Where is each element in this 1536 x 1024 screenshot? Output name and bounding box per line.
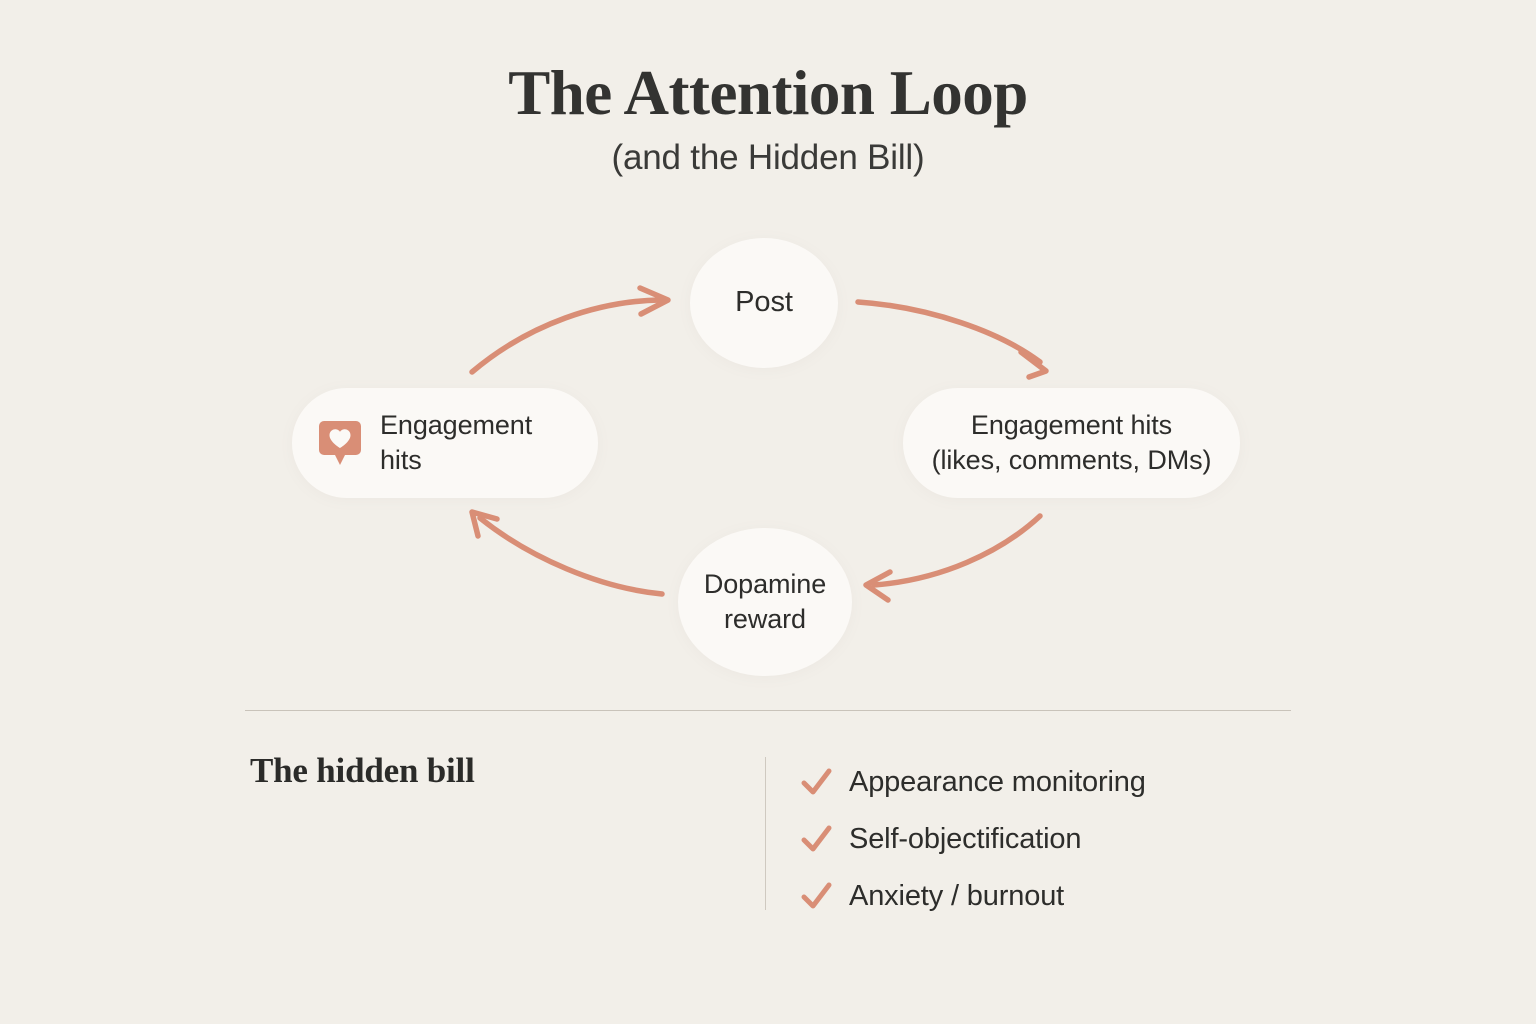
list-item: Self-objectification	[800, 811, 1320, 868]
arrow-dopamine-to-engagement-hits	[469, 509, 665, 597]
cycle-node-engagement-hits-label: Engagement hits	[380, 409, 533, 475]
list-item-label: Appearance monitoring	[849, 765, 1146, 798]
header: The Attention Loop (and the Hidden Bill)	[0, 58, 1536, 178]
list-item-label: Anxiety / burnout	[849, 879, 1065, 912]
cycle-node-post: Post	[690, 238, 838, 368]
cycle-node-dopamine-label: Dopamine reward	[703, 568, 827, 634]
cycle-node-dopamine: Dopamine reward	[678, 528, 852, 676]
cycle-node-engagement-detail-label: Engagement hits (likes, comments, DMs)	[931, 409, 1212, 475]
list-item: Anxiety / burnout	[800, 868, 1320, 925]
cycle-node-post-label: Post	[735, 286, 793, 319]
check-icon	[801, 768, 832, 795]
page-subtitle: (and the Hidden Bill)	[611, 137, 925, 177]
bill-list-rule	[765, 757, 766, 910]
hidden-bill-heading: The hidden bill	[250, 751, 475, 790]
list-item-label: Self-objectification	[849, 822, 1082, 855]
arrow-post-to-engagement-detail	[855, 299, 1049, 380]
section-divider	[245, 710, 1291, 711]
cycle-node-engagement-detail: Engagement hits (likes, comments, DMs)	[903, 388, 1240, 498]
cycle-node-engagement-hits: Engagement hits	[292, 388, 598, 498]
heart-bubble-icon	[319, 421, 361, 465]
arrow-engagement-detail-to-dopamine	[863, 513, 1043, 603]
check-icon	[801, 882, 832, 909]
hidden-bill-list: Appearance monitoring Self-objectificati…	[800, 754, 1320, 925]
page-title: The Attention Loop	[508, 58, 1028, 128]
check-icon	[801, 825, 832, 852]
arrow-engagement-to-post	[469, 285, 671, 375]
list-item: Appearance monitoring	[800, 754, 1320, 811]
